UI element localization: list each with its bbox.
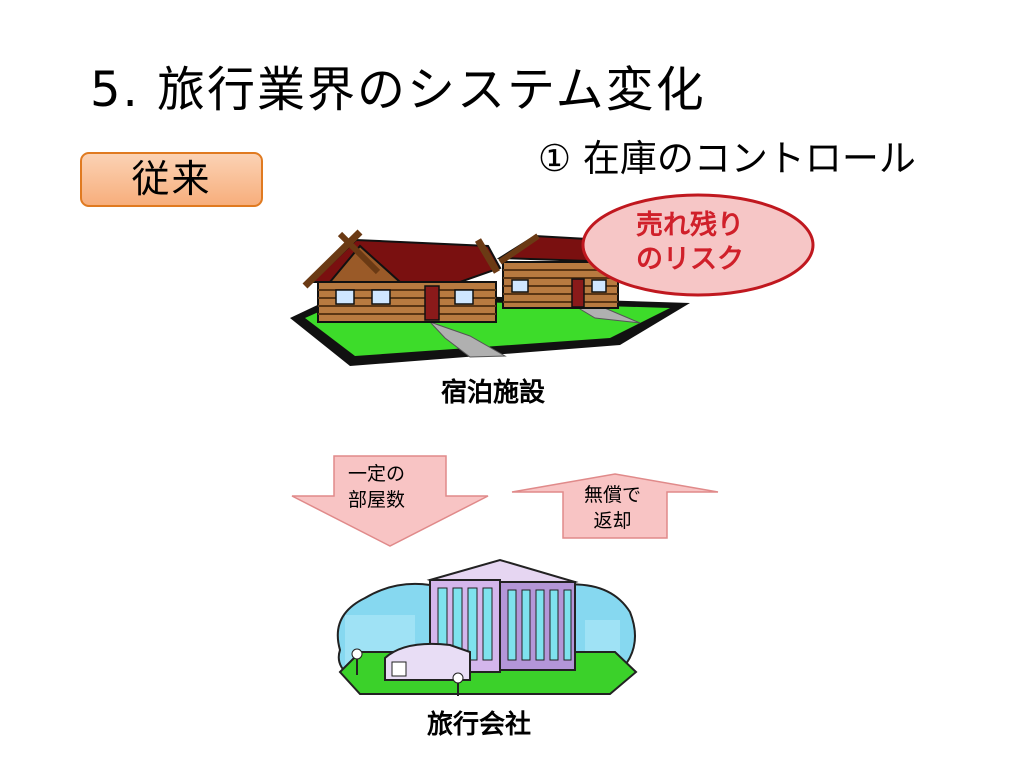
risk-bubble: [581, 193, 815, 297]
return-line-2: 返却: [593, 510, 632, 532]
risk-line-1: 売れ残り: [636, 210, 744, 241]
return-line-1: 無償で: [584, 484, 642, 506]
return-arrow-up: [511, 473, 719, 539]
office-building-icon: [336, 558, 638, 696]
allocation-line-2: 部屋数: [348, 489, 406, 511]
log-cabins-icon: [290, 229, 690, 366]
risk-line-2: のリスク: [636, 244, 744, 275]
slide-title: 5. 旅行業界のシステム変化: [90, 62, 706, 118]
allocation-arrow-down: [291, 455, 489, 547]
risk-bubble-text: 売れ残り のリスク: [636, 209, 744, 277]
conventional-badge-label: 従来: [131, 157, 212, 201]
agency-label: 旅行会社: [427, 710, 532, 740]
allocation-arrow-text: 一定の 部屋数: [348, 461, 405, 513]
return-arrow-text: 無償で 返却: [584, 482, 641, 534]
lodging-label: 宿泊施設: [441, 378, 546, 408]
slide-subtitle: ① 在庫のコントロール: [538, 137, 916, 180]
allocation-line-1: 一定の: [348, 463, 406, 485]
conventional-badge: 従来: [80, 152, 263, 207]
